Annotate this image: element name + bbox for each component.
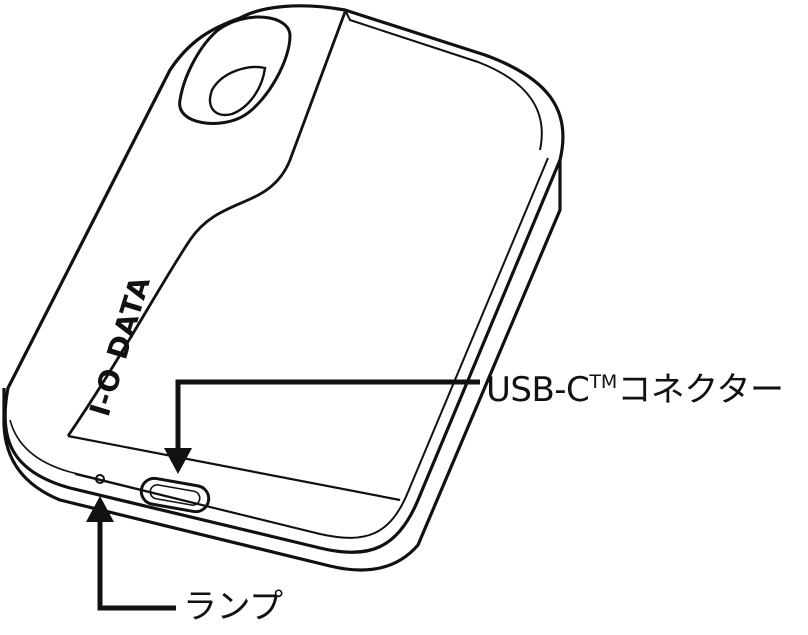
panel-top-edge <box>344 9 543 151</box>
usb-connector-label: USB-CTMコネクター <box>486 362 784 410</box>
device-bottom-rim <box>2 160 562 572</box>
usb-c-port <box>139 476 211 514</box>
lamp-indicator <box>95 474 105 484</box>
trademark-mark: TM <box>589 371 618 393</box>
usb-callout-leader <box>175 379 480 452</box>
device-inner-rim <box>74 157 549 539</box>
strap-hole-outer <box>178 15 292 125</box>
lamp-callout-leader <box>97 518 176 611</box>
strap-hole-inner <box>209 65 267 117</box>
lamp-label: ランプ <box>183 587 283 627</box>
panel-seam-base <box>67 434 401 502</box>
usb-label-main: USB-C <box>486 370 590 410</box>
lamp-callout-arrowhead <box>86 496 114 522</box>
usb-callout-arrowhead <box>164 448 192 474</box>
device-lower-bevel <box>9 419 321 535</box>
panel-seam <box>66 11 347 437</box>
usb-c-port-inner <box>149 484 201 506</box>
usb-label-rest: コネクター <box>617 370 784 410</box>
device-outer-outline <box>3 4 565 554</box>
